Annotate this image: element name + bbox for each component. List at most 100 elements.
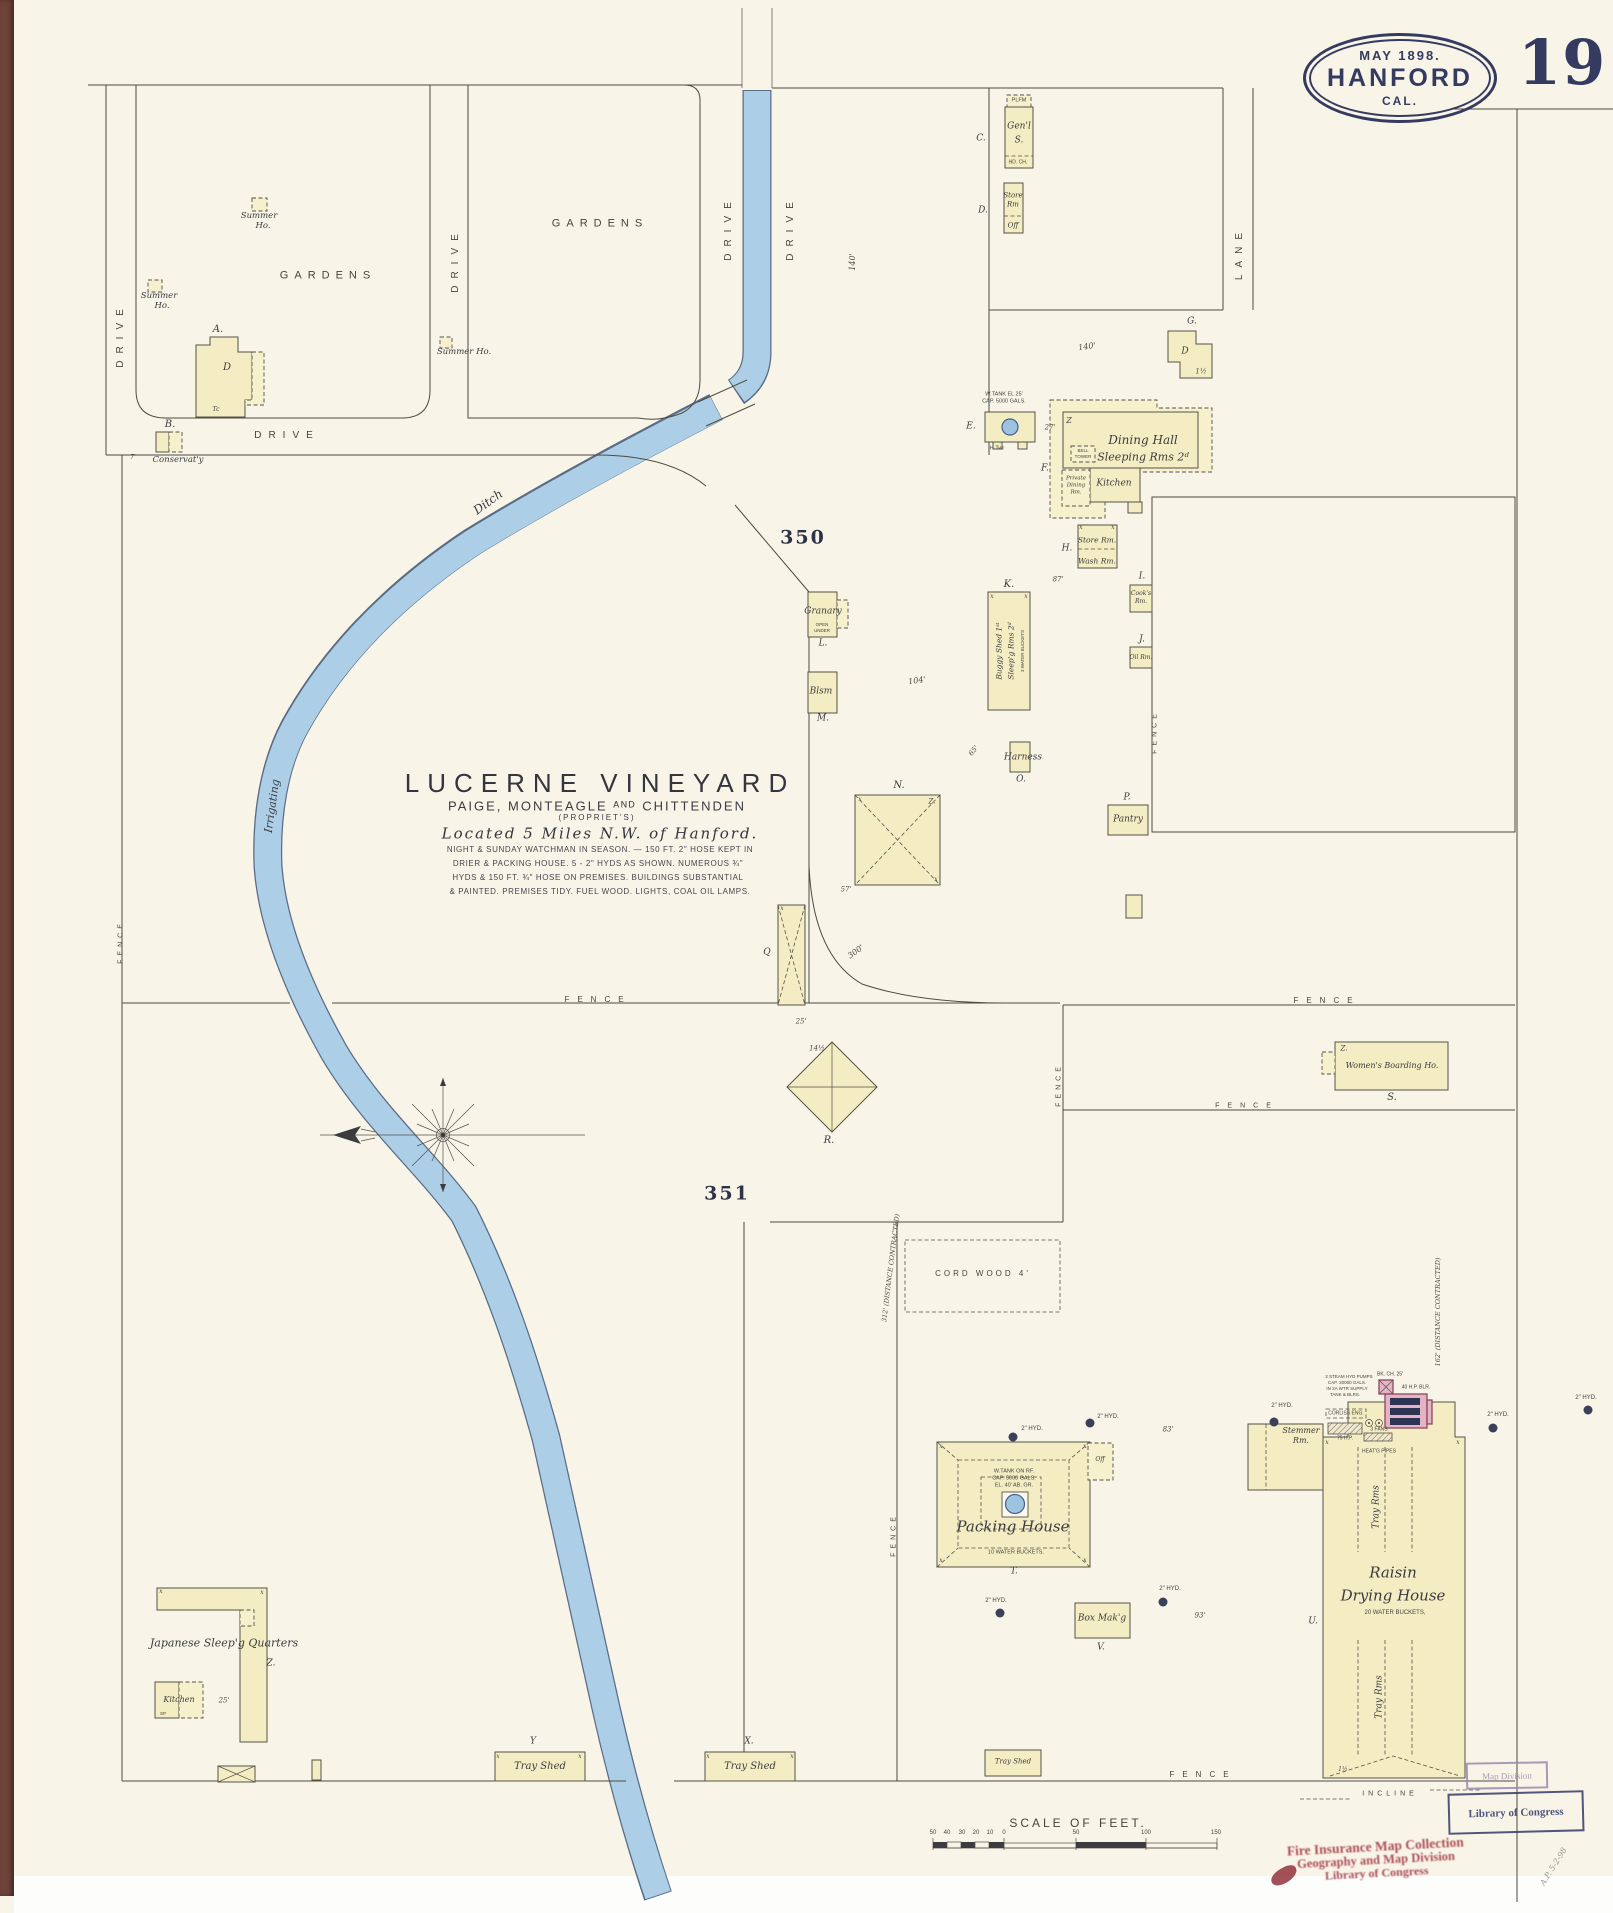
- corner-mark: x: [1111, 524, 1115, 531]
- packing-house-label: Packing House: [956, 1517, 1070, 1536]
- corner-mark: x: [1083, 1557, 1087, 1564]
- general-store-label: S.: [1014, 135, 1024, 146]
- building-letter-u: U.: [1308, 1616, 1318, 1627]
- dimension: 25': [218, 1696, 230, 1705]
- map-state: CAL.: [1382, 94, 1418, 108]
- hydrant-dots: [995, 1405, 1593, 1618]
- dimension: 140': [848, 253, 857, 271]
- open-under-note: OPEN: [815, 621, 829, 627]
- box-making-label: Box Mak'g: [1077, 1613, 1127, 1624]
- z-mark: Z: [1066, 416, 1072, 425]
- library-of-congress-stamp: Library of Congress: [1447, 1790, 1585, 1835]
- building-letter-p: P.: [1123, 792, 1131, 803]
- vineyard-note: HYDS & 150 FT. ¾" HOSE ON PREMISES. BUIL…: [452, 873, 744, 882]
- summer-house-label: Summer: [140, 290, 178, 301]
- building-letter-j: J.: [1139, 634, 1145, 645]
- dimension: 65': [967, 743, 981, 758]
- corner-mark: x: [496, 1753, 500, 1760]
- granary-label: Granary: [804, 606, 842, 617]
- scale-tick: 100: [1140, 1830, 1152, 1836]
- tc-mark: Tc: [212, 406, 220, 413]
- north-arrow: [333, 1126, 361, 1144]
- drive-label: DRIVE: [254, 430, 320, 441]
- corner-mark: x: [159, 1588, 163, 1595]
- scale-tick: 20: [972, 1830, 980, 1836]
- hydrant-label: 2" HYD.: [1487, 1412, 1509, 1418]
- cord-wood-label: CORD WOOD 4': [935, 1269, 1031, 1278]
- ditch-label: Ditch: [470, 486, 506, 518]
- title-oval: MAY 1898. HANFORD CAL.: [1303, 33, 1497, 123]
- corner-mark: x: [939, 1557, 943, 1564]
- sp-mark: SP: [159, 1710, 167, 1716]
- store-room-label: Store: [1003, 191, 1023, 200]
- paper-bottom-edge: [14, 1876, 1613, 1913]
- water-buckets-note: 20 WATER BUCKETS,: [1364, 1610, 1426, 1616]
- fans-note: 3 FANS: [1370, 1426, 1388, 1433]
- general-store-label: Gen'l: [1007, 121, 1031, 132]
- dimension: 27': [1044, 423, 1056, 432]
- hose-tower-note: H.Twr: [989, 445, 1005, 452]
- corner-mark: x: [858, 796, 862, 803]
- corner-mark: x: [1024, 593, 1028, 600]
- heating-pipes-note: HEAT'G PIPES: [1362, 1448, 1396, 1455]
- corner-mark: x: [934, 876, 938, 883]
- fence-label: FENCE: [1215, 1102, 1279, 1110]
- building-letter-y: Y: [530, 1736, 536, 1747]
- sheet-number: 19: [1518, 26, 1607, 99]
- wash-room-label: Wash Rm.: [1078, 556, 1116, 566]
- corner-mark: x: [1079, 524, 1083, 531]
- oil-room-label: Oil Rm.: [1129, 654, 1153, 661]
- scale-title: SCALE OF FEET.: [1009, 1816, 1147, 1830]
- map-division-stamp: Map Division: [1465, 1761, 1549, 1790]
- incline-label: INCLINE: [1362, 1790, 1418, 1798]
- fence-label: FENCE: [1169, 1770, 1237, 1779]
- water-buckets-note: 3 WATER BUCKETS: [1019, 629, 1025, 673]
- hydrant-label: 2" HYD.: [1271, 1403, 1293, 1409]
- building-letter-i: I.: [1138, 571, 1146, 582]
- vineyard-note: & PAINTED. PREMISES TIDY. FUEL WOOD. LIG…: [449, 887, 751, 896]
- corner-mark: x: [1325, 1439, 1329, 1446]
- machinery: [1325, 1379, 1433, 1442]
- steam-pump-note: CAP. 20000 GALS.: [1327, 1379, 1367, 1385]
- platform-note: PLFM: [1011, 97, 1027, 104]
- bell-tower-label: BELL: [1077, 447, 1089, 453]
- boiler-note: 40 H.P. BLR.: [1401, 1384, 1431, 1391]
- steam-pump-note: IN 2A WTR SUPPLY: [1326, 1385, 1368, 1391]
- distance-note: 312' (DISTANCE CONTRACTED): [880, 1213, 902, 1323]
- gardens-label: GARDENS: [551, 217, 649, 230]
- cooks-room-label: Cook's: [1130, 590, 1152, 597]
- harness-label: Harness: [1004, 752, 1042, 763]
- story-mark: 1½: [1195, 367, 1207, 376]
- dimension: 104': [907, 674, 927, 687]
- vineyard-title: LUCERNE VINEYARD: [404, 768, 796, 798]
- corliss-engine-label: 75 H.P.: [1336, 1435, 1354, 1442]
- buildings: [147, 94, 1480, 1800]
- water-tank-note: W.TANK EL 25': [985, 391, 1023, 398]
- pantry-label: Pantry: [1113, 814, 1143, 825]
- open-under-note: UNDER: [813, 627, 831, 633]
- building-letter-c: C.: [976, 133, 986, 144]
- map-date: MAY 1898.: [1359, 48, 1441, 63]
- tray-shed-label: Tray Shed: [514, 1761, 566, 1772]
- store-room-label: Rm: [1007, 200, 1019, 209]
- hd-ch-note: HD. CH.: [1008, 159, 1028, 166]
- dining-hall-label: Dining Hall: [1108, 433, 1178, 447]
- library-of-congress-stamp-text: Library of Congress: [1468, 1805, 1564, 1820]
- dimension: 14½: [809, 1044, 825, 1053]
- private-dining-label: Rm.: [1070, 489, 1082, 496]
- buggy-shed-label: Buggy Shed 1ˢᵗ: [994, 622, 1004, 680]
- building-letter-d: D.: [978, 205, 988, 216]
- corner-mark: x: [706, 1753, 710, 1760]
- lane-label: LANE: [1234, 225, 1245, 281]
- corner-mark: x: [1456, 1439, 1460, 1446]
- vineyard-note: DRIER & PACKING HOUSE. 5 - 2" HYDS AS SH…: [452, 859, 744, 868]
- conservatory-label: Conservat'y: [152, 454, 204, 465]
- water-tank: [1001, 418, 1019, 436]
- building-letter-q: Q: [763, 947, 771, 958]
- stemmer-room-label: Stemmer: [1282, 1426, 1320, 1435]
- hydrant-label: 2" HYD.: [1159, 1586, 1181, 1592]
- drive-label: DRIVE: [450, 227, 461, 293]
